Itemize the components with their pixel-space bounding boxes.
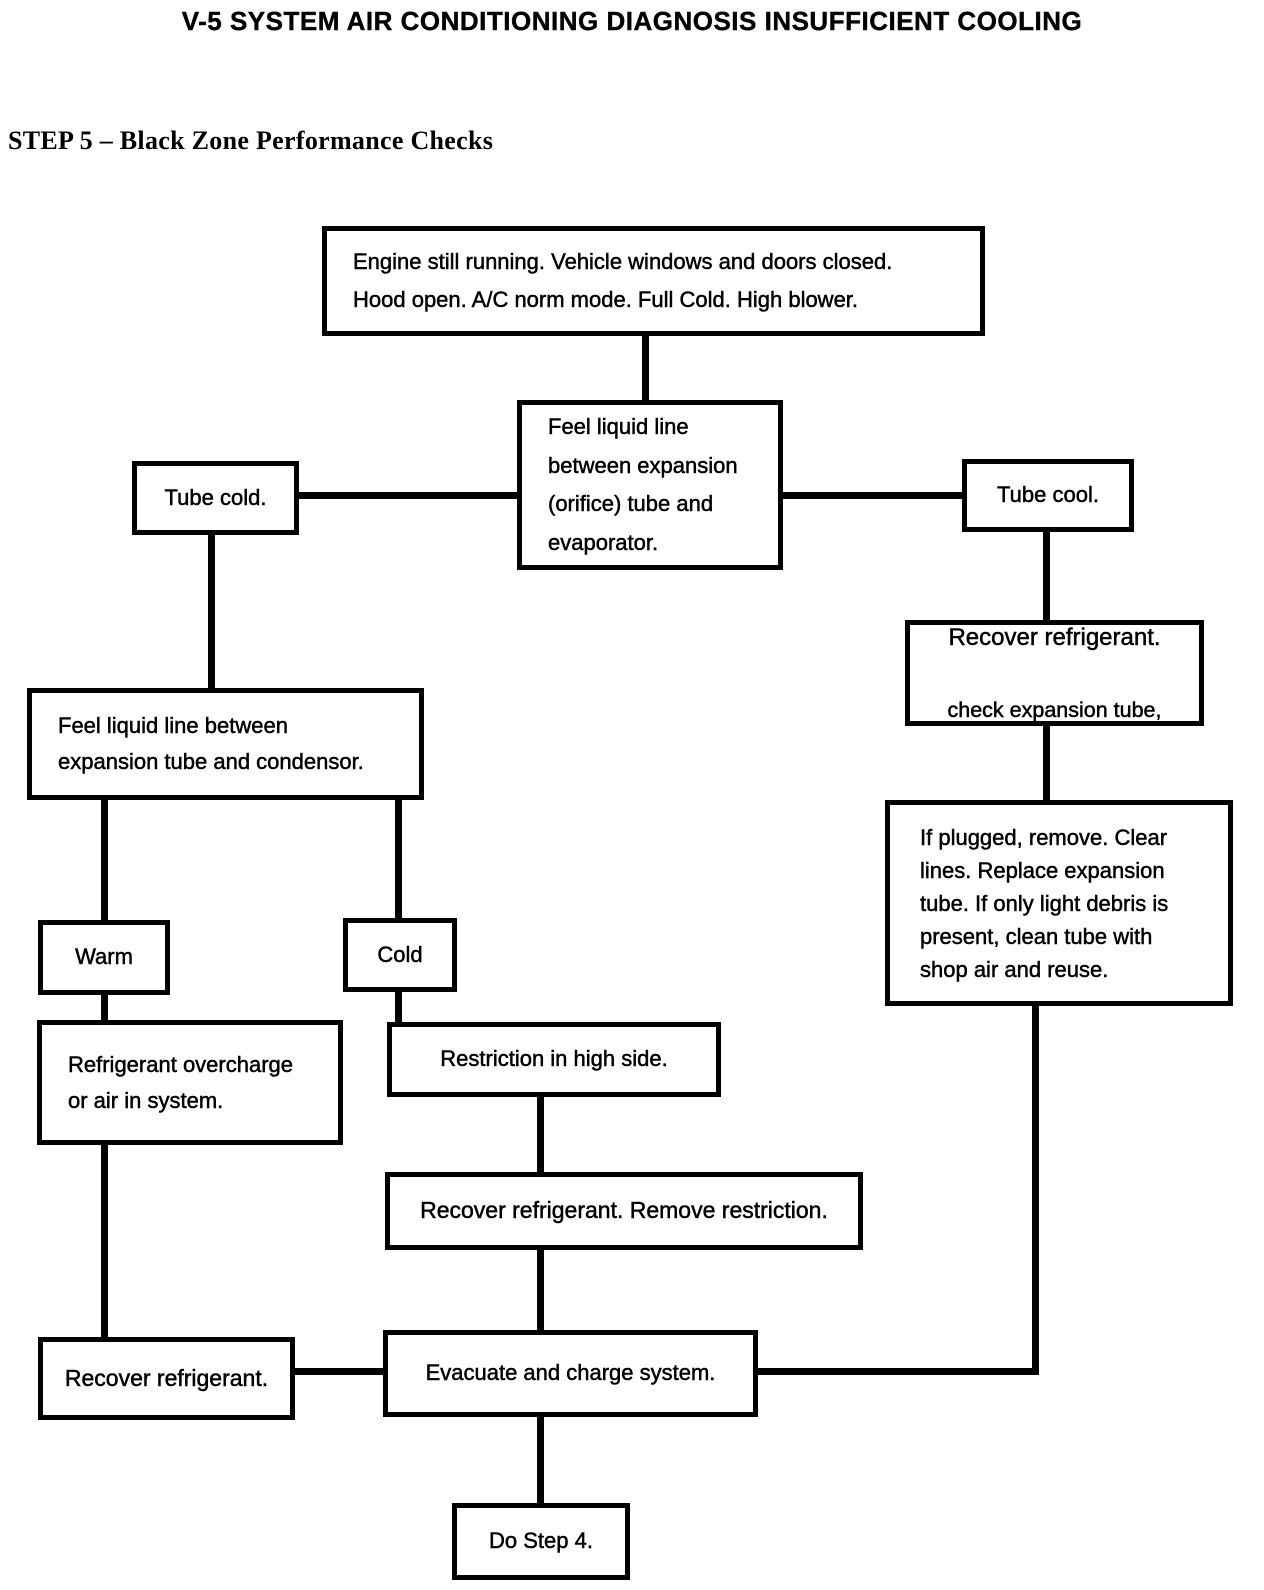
flow-node-engine-conditions-text: Engine still running. Vehicle windows an… <box>353 249 893 312</box>
connector-recover-to-evacuate <box>293 1368 385 1375</box>
step-heading: STEP 5 – Black Zone Performance Checks <box>8 126 494 155</box>
flow-node-tube-cool-text: Tube cool. <box>997 482 1099 508</box>
connector-feel-cond-to-cold <box>395 795 402 920</box>
flow-node-cold: Cold <box>343 918 457 992</box>
connector-overcharge-to-recover <box>101 1143 108 1339</box>
flow-node-feel-liquid-line-evaporator: Feel liquid line between expansion (orif… <box>517 400 783 570</box>
flow-node-feel-liquid-line-condensor-text: Feel liquid line between expansion tube … <box>58 713 364 774</box>
flow-node-engine-conditions: Engine still running. Vehicle windows an… <box>322 226 985 336</box>
flow-node-refrigerant-overcharge: Refrigerant overcharge or air in system. <box>37 1020 343 1145</box>
flow-node-if-plugged-instructions: If plugged, remove. Clear lines. Replace… <box>885 800 1233 1006</box>
connector-feel-cond-to-warm <box>101 795 108 922</box>
connector-if-plugged-down <box>1032 1004 1039 1375</box>
flow-node-cold-text: Cold <box>377 941 423 968</box>
flow-node-recover-refrigerant: Recover refrigerant. <box>38 1337 295 1420</box>
flow-node-restriction-high-side-text: Restriction in high side. <box>440 1046 668 1072</box>
flow-node-tube-cold-text: Tube cold. <box>164 484 267 511</box>
connector-engine-to-feel-evap <box>642 336 649 402</box>
flow-node-recover-refrigerant-text: Recover refrigerant. <box>64 1364 269 1391</box>
connector-feel-evap-to-tube-cool <box>781 492 964 499</box>
flow-node-evacuate-charge-system-text: Evacuate and charge system. <box>425 1360 716 1386</box>
connector-tube-cool-to-recover-check <box>1043 530 1050 622</box>
flow-node-tube-cold: Tube cold. <box>132 461 299 535</box>
flow-node-recover-check-line1: Recover refrigerant. <box>948 624 1161 652</box>
connector-tube-cold-to-feel-cond <box>208 533 215 690</box>
flow-node-if-plugged-instructions-text: If plugged, remove. Clear lines. Replace… <box>920 824 1169 982</box>
flow-node-restriction-high-side: Restriction in high side. <box>387 1022 721 1097</box>
connector-evacuate-to-do-step4 <box>537 1415 544 1505</box>
flow-node-recover-check-line2: check expansion tube, <box>947 697 1162 722</box>
flow-node-warm: Warm <box>38 920 170 995</box>
flow-node-warm-text: Warm <box>75 944 133 970</box>
page-title: V-5 SYSTEM AIR CONDITIONING DIAGNOSIS IN… <box>181 6 1083 36</box>
connector-tube-cold-to-feel-evap <box>299 492 519 499</box>
flow-node-recover-refrigerant-check-tube: Recover refrigerant. check expansion tub… <box>905 620 1204 726</box>
flow-node-recover-remove-restriction: Recover refrigerant. Remove restriction. <box>385 1172 863 1250</box>
connector-right-to-evacuate <box>756 1368 1039 1375</box>
connector-warm-to-overcharge <box>101 993 108 1023</box>
flow-node-do-step-4: Do Step 4. <box>452 1503 630 1580</box>
flow-node-evacuate-charge-system: Evacuate and charge system. <box>383 1330 758 1417</box>
flow-node-do-step-4-text: Do Step 4. <box>489 1528 593 1554</box>
connector-recover-remove-to-evacuate <box>537 1248 544 1332</box>
flow-node-tube-cool: Tube cool. <box>962 459 1134 532</box>
connector-recover-check-to-if-plugged <box>1043 724 1050 802</box>
flow-node-refrigerant-overcharge-text: Refrigerant overcharge or air in system. <box>68 1051 294 1113</box>
flow-node-feel-liquid-line-condensor: Feel liquid line between expansion tube … <box>27 688 424 800</box>
flow-node-recover-remove-restriction-text: Recover refrigerant. Remove restriction. <box>420 1197 828 1224</box>
connector-cold-to-restriction <box>395 990 402 1024</box>
flow-node-feel-liquid-line-evaporator-text: Feel liquid line between expansion (orif… <box>548 414 738 555</box>
connector-restriction-to-recover-remove <box>537 1095 544 1174</box>
